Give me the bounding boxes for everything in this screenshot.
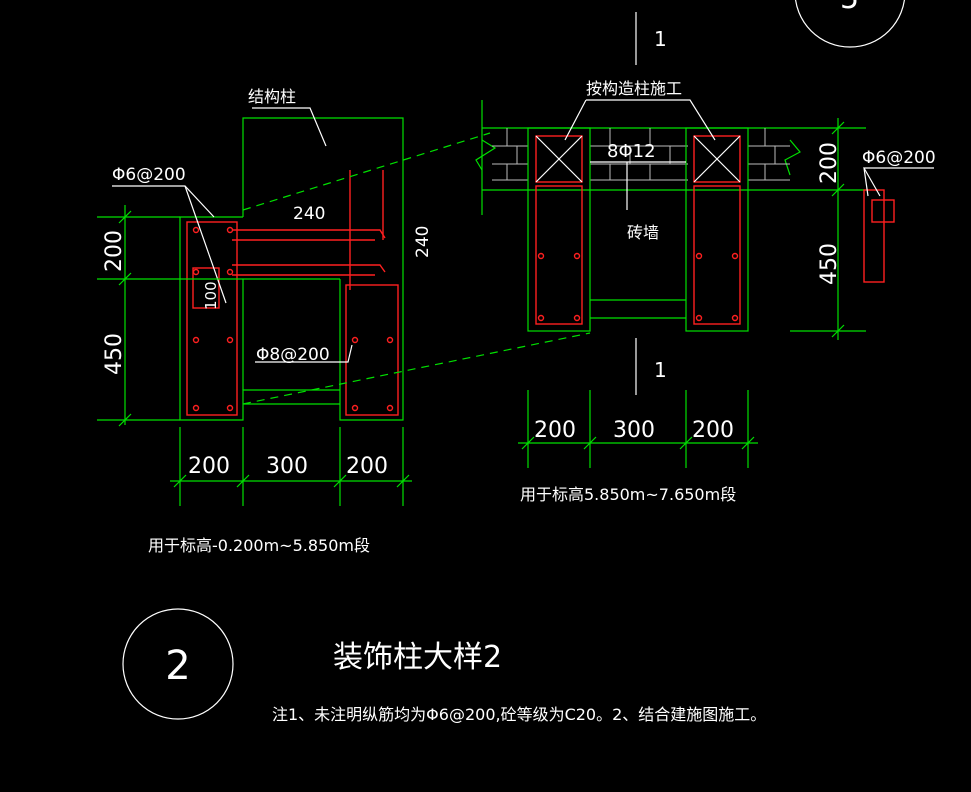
structural-column-outline (242, 117, 404, 421)
dim-right-vertical-450: 450 (817, 243, 842, 285)
title-block: 2 装饰柱大样2 注1、未注明纵筋均为Φ6@200,砼等级为C20。2、结合建施… (122, 608, 766, 724)
right-elevation-note: 用于标高5.850m~7.650m段 (520, 485, 736, 504)
leader-structural-column (252, 107, 327, 147)
section-mark-bottom: 1 (654, 358, 667, 382)
rebar-dots-right (537, 252, 739, 322)
right-dim-horizontal (518, 390, 758, 468)
label-tie: Φ8@200 (256, 345, 330, 365)
detail-note: 注1、未注明纵筋均为Φ6@200,砼等级为C20。2、结合建施图施工。 (272, 705, 766, 724)
corner-circle-number: 5 (840, 0, 859, 16)
label-100: 100 (202, 281, 220, 310)
rebar-inner-box (192, 267, 220, 309)
rebar-cage-col-right (693, 185, 741, 325)
dim-right-h-200b: 200 (692, 418, 734, 443)
break-right (784, 139, 801, 176)
label-stirrup: Φ6@200 (112, 165, 186, 185)
construct-col-left (535, 135, 583, 183)
leader-stirrup-2 (184, 185, 227, 304)
tie-top (232, 229, 386, 239)
dim-left-vertical-450: 450 (102, 333, 127, 375)
left-dim-vertical (97, 205, 243, 427)
rebar-cage-col-left (535, 185, 583, 325)
side-column-box (871, 199, 895, 223)
side-column (863, 189, 885, 283)
dim-left-h-200b: 200 (346, 454, 388, 479)
column-outline-left (527, 127, 591, 332)
leader-construct-2 (564, 99, 587, 141)
detail-title: 装饰柱大样2 (333, 640, 502, 675)
detail-number-circle (122, 608, 234, 720)
label-side-stirrup: Φ6@200 (862, 148, 936, 168)
column-outline-right (685, 127, 749, 332)
projection-line-bottom (242, 332, 591, 405)
label-rebar-8phi12: 8Φ12 (607, 141, 656, 162)
left-detail: 结构柱 Φ6@200 100 240 240 Φ8@200 200 450 (97, 87, 591, 555)
dim-left-h-300: 300 (266, 454, 308, 479)
rebar-dots-left (192, 226, 394, 412)
tie-mid (232, 264, 386, 273)
leader-tie (255, 344, 353, 363)
left-dim-horizontal (170, 427, 412, 506)
leader-stirrup (112, 185, 215, 218)
wing-outline (179, 216, 340, 421)
section-mark-top: 1 (654, 27, 667, 51)
left-elevation-note: 用于标高-0.200m~5.850m段 (148, 536, 370, 555)
brick-pattern (492, 128, 790, 181)
dim-right-h-200a: 200 (534, 418, 576, 443)
dim-left-h-200a: 200 (188, 454, 230, 479)
label-240-vertical: 240 (413, 226, 433, 258)
dim-left-vertical-200: 200 (102, 230, 127, 272)
leader-side-stirrup (862, 167, 934, 197)
label-240-horizontal: 240 (293, 204, 325, 224)
rebar-cage-right (345, 284, 399, 416)
projection-line-top (242, 132, 491, 211)
label-construct: 按构造柱施工 (586, 79, 682, 98)
leader-side-stirrup-2 (863, 167, 869, 197)
leader-construct (586, 99, 716, 141)
corner-detail-circle: 5 (794, 0, 906, 48)
label-brick-wall: 砖墙 (627, 223, 659, 242)
break-left (475, 139, 497, 171)
construct-col-right (693, 135, 741, 183)
detail-number: 2 (165, 643, 190, 689)
rebar-cage-left (186, 221, 238, 416)
dim-right-vertical-200: 200 (817, 142, 842, 184)
dim-right-h-300: 300 (613, 418, 655, 443)
label-structural-column: 结构柱 (248, 87, 296, 106)
right-dim-vertical (790, 118, 866, 340)
right-detail: 1 1 (475, 12, 936, 504)
